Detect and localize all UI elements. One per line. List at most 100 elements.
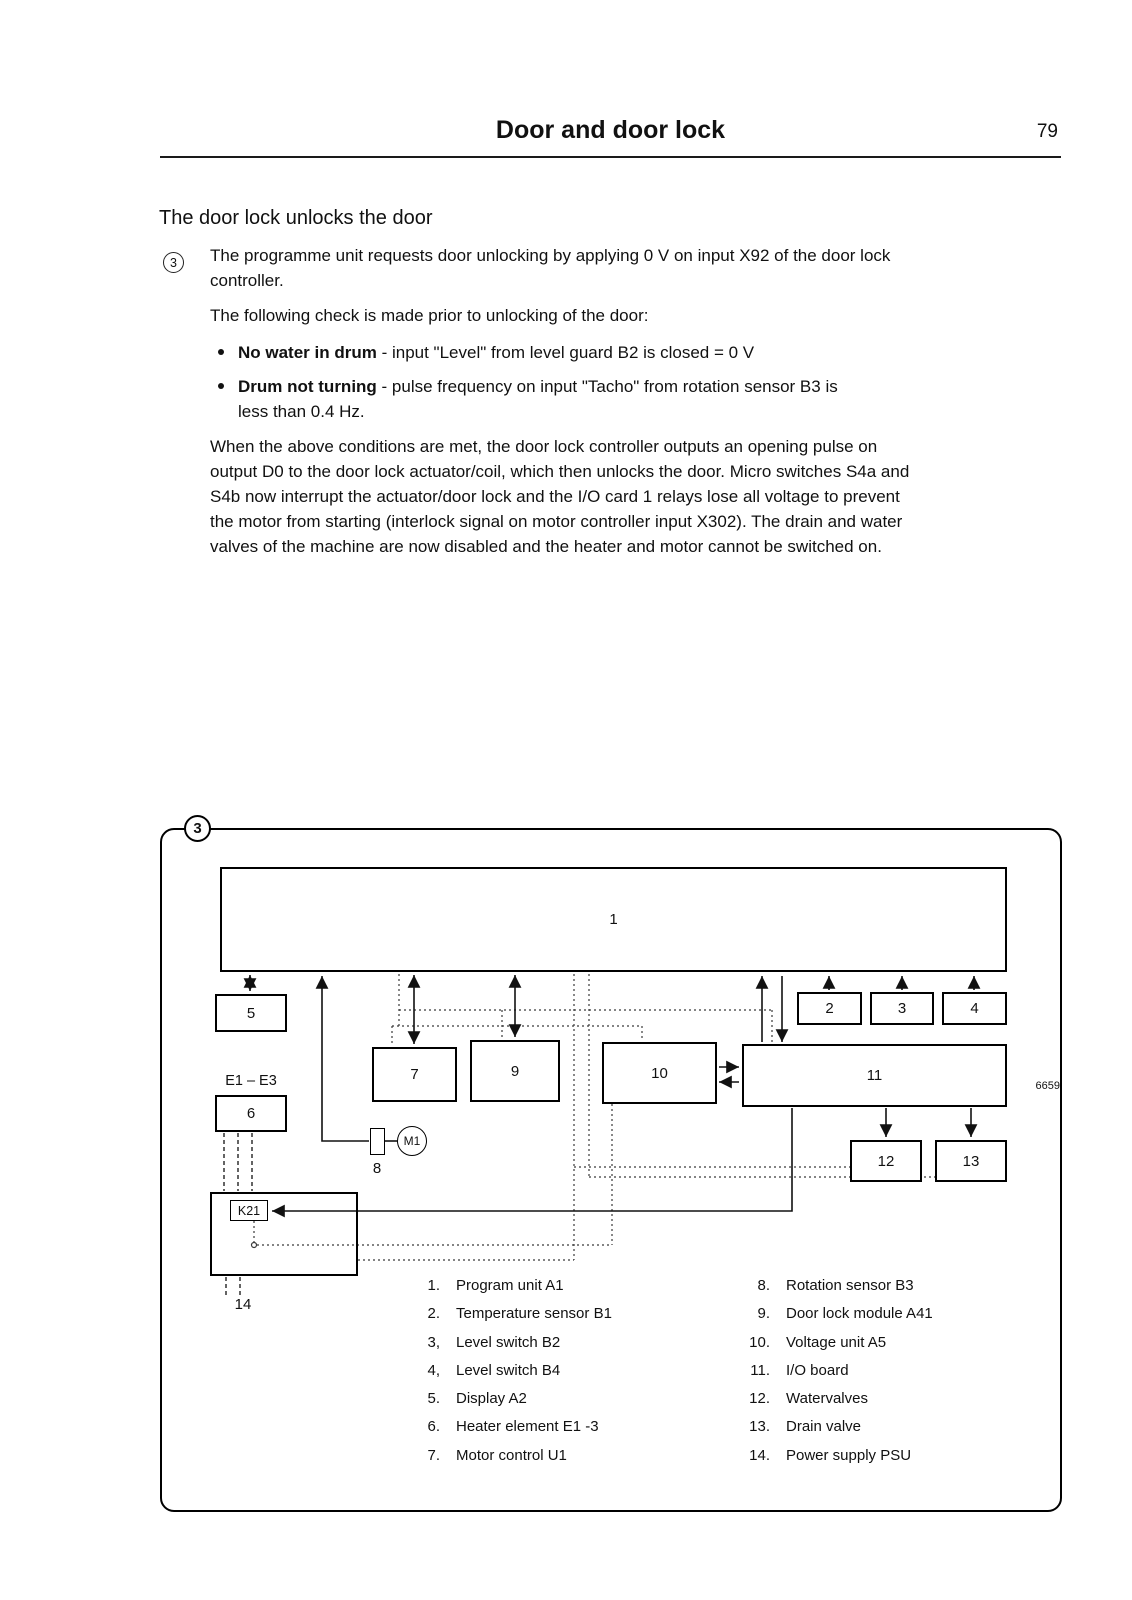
legend-item: 11. I/O board bbox=[732, 1362, 933, 1390]
legend-item: 10. Voltage unit A5 bbox=[732, 1334, 933, 1362]
diagram-box-io-board: 11 bbox=[742, 1044, 1007, 1107]
step-number-badge: 3 bbox=[163, 252, 184, 273]
legend-item: 2. Temperature sensor B1 bbox=[402, 1305, 612, 1333]
legend-item-number: 6. bbox=[427, 1418, 440, 1436]
diagram-box-level-switch-b2: 3 bbox=[870, 992, 934, 1025]
header-divider bbox=[160, 156, 1061, 158]
motor-label: M1 bbox=[403, 1134, 421, 1148]
diagram-box-power-supply bbox=[210, 1192, 358, 1276]
legend-item-label: Display A2 bbox=[456, 1390, 527, 1408]
legend-item-label: Rotation sensor B3 bbox=[786, 1277, 914, 1294]
legend-item-label: I/O board bbox=[786, 1361, 849, 1379]
figure-number-badge: 3 bbox=[184, 815, 211, 842]
diagram-box-display: 5 bbox=[215, 994, 287, 1032]
legend-item: 4,Level switch B4 bbox=[402, 1362, 612, 1390]
legend-item: 3, Level switch B2 bbox=[402, 1334, 612, 1362]
diagram-box-drain-valve: 13 bbox=[935, 1140, 1007, 1182]
legend-item-label: Heater element E1 -3 bbox=[456, 1418, 599, 1436]
diagram-box-temp-sensor: 2 bbox=[797, 992, 862, 1025]
box-label: 4 bbox=[970, 1000, 979, 1017]
diagram-box-motor-control: 7 bbox=[372, 1047, 457, 1102]
box-label: 13 bbox=[962, 1152, 980, 1170]
bullet-text: Drum not turning - pulse frequency on in… bbox=[238, 374, 858, 424]
bullet-item: No water in drum - input "Level" from le… bbox=[218, 340, 858, 365]
box-label: 2 bbox=[825, 1000, 834, 1017]
legend-item: 1. Program unit A1 bbox=[402, 1277, 612, 1305]
box-label: 9 bbox=[510, 1062, 520, 1080]
paragraph-check: The following check is made prior to unl… bbox=[210, 306, 649, 325]
motor-symbol: M1 bbox=[397, 1126, 427, 1156]
bullet-rest: - input "Level" from level guard B2 is c… bbox=[376, 343, 755, 362]
legend-item-label: Program unit A1 bbox=[456, 1277, 564, 1294]
legend-item-label: Watervalves bbox=[786, 1390, 868, 1408]
legend-item: 5. Display A2 bbox=[402, 1390, 612, 1418]
legend-item-number: 14. bbox=[749, 1446, 770, 1464]
bullet-bold-lead: Drum not turning bbox=[238, 377, 377, 396]
box-label: 3 bbox=[897, 1000, 907, 1017]
relay-k21-box: K21 bbox=[230, 1200, 268, 1221]
box-label: 5 bbox=[246, 1004, 256, 1022]
legend-item: 6. Heater element E1 -3 bbox=[402, 1418, 612, 1446]
legend-item-number: 5. bbox=[427, 1390, 440, 1408]
solid-connectors bbox=[243, 975, 981, 1218]
box-label: 11 bbox=[866, 1067, 883, 1084]
box-label: 1 bbox=[609, 911, 618, 928]
legend-item: 8. Rotation sensor B3 bbox=[732, 1277, 933, 1305]
bullet-dot bbox=[218, 383, 224, 389]
box-label: 7 bbox=[410, 1066, 419, 1083]
box-label: 6 bbox=[246, 1105, 256, 1122]
legend-item: 14. Power supply PSU bbox=[732, 1447, 933, 1475]
legend-item: 12. Watervalves bbox=[732, 1390, 933, 1418]
legend-item-number: 3, bbox=[427, 1333, 440, 1351]
legend-column-left: 1. Program unit A1 2. Temperature sensor B… bbox=[402, 1277, 612, 1475]
figure-ref-number: 6659 bbox=[1035, 1080, 1060, 1092]
legend-item-number: 7. bbox=[427, 1446, 440, 1464]
diagram-box-heater: 6 bbox=[215, 1095, 287, 1132]
legend-item-number: 8. bbox=[757, 1277, 770, 1294]
legend-item-number: 9. bbox=[757, 1305, 770, 1323]
legend-item-number: 11. bbox=[750, 1361, 770, 1379]
page-title: Door and door lock bbox=[495, 116, 726, 144]
legend-item-number: 2. bbox=[427, 1305, 440, 1323]
diagram-connectors bbox=[223, 974, 981, 1297]
paragraph-intro: The programme unit requests door unlocki… bbox=[210, 246, 891, 290]
legend-item-number: 12. bbox=[749, 1390, 770, 1408]
diagram-box-program-unit: 1 bbox=[220, 867, 1007, 972]
diagram-box-watervalves: 12 bbox=[850, 1140, 922, 1182]
legend-item-label: Temperature sensor B1 bbox=[456, 1305, 612, 1323]
heater-range-label: E1 – E3 bbox=[225, 1073, 277, 1089]
legend-item-number: 1. bbox=[427, 1277, 440, 1294]
legend-item: 7. Motor control U1 bbox=[402, 1447, 612, 1475]
diagram-box-level-switch-b4: 4 bbox=[942, 992, 1007, 1025]
wiring-diagram: 3 bbox=[160, 815, 1062, 1512]
legend-item-label: Level switch B4 bbox=[456, 1361, 561, 1379]
page-number: 79 bbox=[1036, 121, 1058, 142]
item-8-label: 8 bbox=[372, 1160, 382, 1177]
bullet-bold-lead: No water in drum bbox=[238, 343, 377, 362]
item-14-label: 14 bbox=[234, 1296, 252, 1313]
dashed-connectors bbox=[223, 1133, 253, 1297]
relay-label: K21 bbox=[237, 1203, 261, 1218]
legend-item-label: Level switch B2 bbox=[456, 1333, 561, 1351]
legend-item-number: 10. bbox=[749, 1333, 770, 1351]
bullet-text: No water in drum - input "Level" from le… bbox=[238, 340, 754, 365]
box-label: 12 bbox=[877, 1152, 895, 1170]
legend-item-label: Power supply PSU bbox=[786, 1446, 912, 1464]
diagram-box-voltage-unit: 10 bbox=[602, 1042, 717, 1104]
diagram-box-door-lock-module: 9 bbox=[470, 1040, 560, 1102]
bullet-rest: - pulse frequency on input "Tacho" from … bbox=[238, 377, 838, 421]
motor-drive-symbol bbox=[370, 1128, 385, 1155]
legend-item-label: Voltage unit A5 bbox=[786, 1333, 887, 1351]
legend-item: 13. Drain valve bbox=[732, 1418, 933, 1446]
section-heading: The door lock unlocks the door bbox=[159, 207, 433, 229]
legend-item-label: Motor control U1 bbox=[456, 1446, 567, 1464]
legend-item-number: 13. bbox=[749, 1418, 770, 1436]
legend-item-label: Drain valve bbox=[786, 1418, 862, 1436]
bullet-dot bbox=[218, 349, 224, 355]
bullet-item: Drum not turning - pulse frequency on in… bbox=[218, 374, 858, 424]
legend-column-right: 8. Rotation sensor B3 9. Door lock module … bbox=[732, 1277, 933, 1475]
legend-item: 9. Door lock module A41 bbox=[732, 1305, 933, 1333]
legend-item-label: Door lock module A41 bbox=[786, 1305, 933, 1323]
paragraph-result: When the above conditions are met, the d… bbox=[210, 437, 910, 556]
